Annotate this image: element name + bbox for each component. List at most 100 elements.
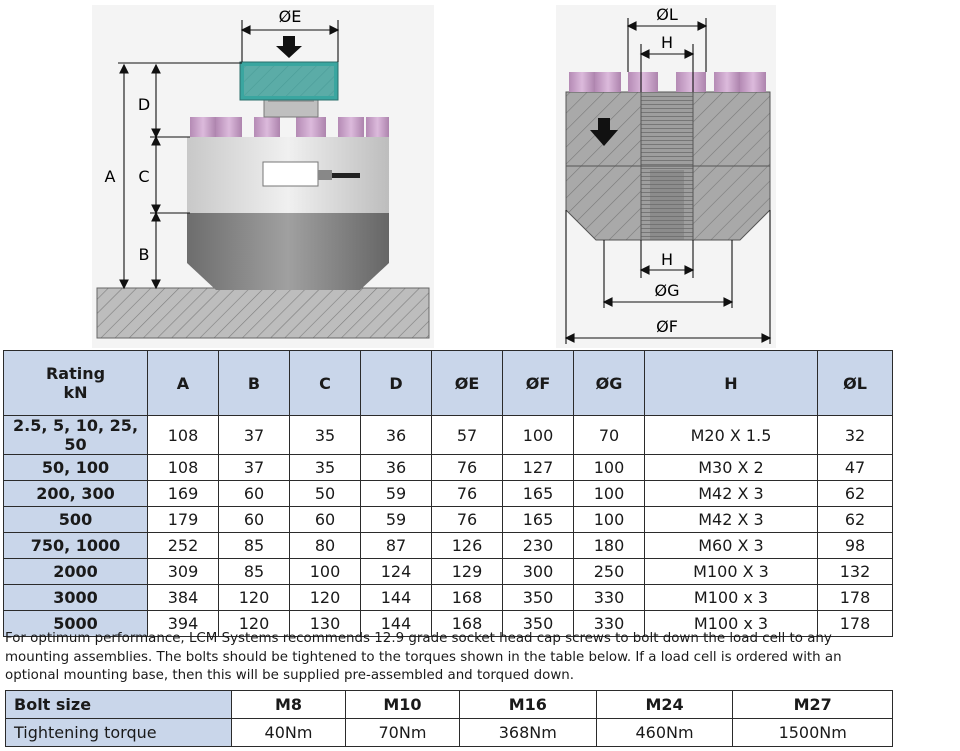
header-c: C: [289, 350, 361, 416]
dimension-cell: 130: [289, 610, 361, 637]
rating-cell: 750, 1000: [3, 532, 148, 559]
dimension-cell: 169: [147, 480, 219, 507]
dimension-cell: 36: [360, 415, 432, 455]
dimension-cell: 35: [289, 454, 361, 481]
dimensions-table: Rating kN A B C D ØE ØF ØG H ØL 2.5, 5, …: [3, 350, 893, 637]
dimension-cell: M42 X 3: [644, 480, 818, 507]
bolt-size-cell: M27: [732, 690, 893, 719]
dimension-cell: 120: [289, 584, 361, 611]
dimension-cell: 300: [502, 558, 574, 585]
dimension-cell: 178: [817, 610, 893, 637]
rating-cell: 3000: [3, 584, 148, 611]
dimension-cell: 120: [218, 610, 290, 637]
load-arrow-right-icon: [590, 118, 618, 146]
dimension-cell: 37: [218, 454, 290, 481]
label-dia-e: ØE: [279, 7, 302, 26]
rating-cell: 2.5, 5, 10, 25, 50: [3, 415, 148, 455]
dimension-cell: 100: [289, 558, 361, 585]
ground-hatch: [96, 287, 430, 339]
label-a: A: [105, 167, 116, 186]
dimension-cell: 80: [289, 532, 361, 559]
bolt-size-cell: M24: [595, 690, 734, 719]
header-h: H: [644, 350, 818, 416]
dimension-cell: 124: [360, 558, 432, 585]
dimension-cell: 100: [573, 480, 645, 507]
dimension-cell: 129: [431, 558, 503, 585]
header-rating: Rating kN: [3, 350, 148, 416]
bolt-size-cell: M8: [231, 690, 346, 719]
torque-row: Tightening torque 40Nm 70Nm 368Nm 460Nm …: [5, 718, 893, 747]
dimension-cell: 394: [147, 610, 219, 637]
cable: [332, 173, 360, 178]
torque-cell: 1500Nm: [732, 718, 893, 747]
dimension-cell: M100 x 3: [644, 610, 818, 637]
dimension-cell: 100: [502, 415, 574, 455]
dimension-cell: 309: [147, 558, 219, 585]
dimension-cell: M20 X 1.5: [644, 415, 818, 455]
dimension-cell: 100: [573, 454, 645, 481]
mounting-note: For optimum performance, LCM Systems rec…: [5, 631, 842, 683]
header-dia-g: ØG: [573, 350, 645, 416]
header-a: A: [147, 350, 219, 416]
dimension-cell: 350: [502, 610, 574, 637]
label-d: D: [138, 95, 150, 114]
dimension-cell: M30 X 2: [644, 454, 818, 481]
dimension-cell: 60: [218, 506, 290, 533]
torque-label: Tightening torque: [5, 718, 232, 747]
dimension-cell: 32: [817, 415, 893, 455]
dimension-cell: 350: [502, 584, 574, 611]
dimension-cell: 126: [431, 532, 503, 559]
dimension-cell: M60 X 3: [644, 532, 818, 559]
torque-cell: 368Nm: [458, 718, 597, 747]
dimension-cell: 85: [218, 558, 290, 585]
bolt-size-label: Bolt size: [5, 690, 232, 719]
header-dia-f: ØF: [502, 350, 574, 416]
dimension-cell: 60: [218, 480, 290, 507]
header-d: D: [360, 350, 432, 416]
dimensions-header-row: Rating kN A B C D ØE ØF ØG H ØL: [3, 350, 893, 416]
load-cell-base-cone: [187, 212, 389, 290]
dimension-cell: 100: [573, 506, 645, 533]
rating-cell: 500: [3, 506, 148, 533]
torque-cell: 40Nm: [231, 718, 346, 747]
dimension-cell: 230: [502, 532, 574, 559]
rating-cell: 50, 100: [3, 454, 148, 481]
dimension-cell: 384: [147, 584, 219, 611]
dimension-cell: 76: [431, 506, 503, 533]
dimension-cell: M100 X 3: [644, 558, 818, 585]
dimension-cell: 132: [817, 558, 893, 585]
rating-cell: 2000: [3, 558, 148, 585]
load-arrow-left-icon: [276, 36, 302, 58]
label-dia-l: ØL: [656, 5, 678, 24]
dimension-cell: 76: [431, 454, 503, 481]
label-dia-g: ØG: [655, 281, 680, 300]
dimension-cell: 330: [573, 584, 645, 611]
dimension-cell: 59: [360, 480, 432, 507]
dimension-cell: 252: [147, 532, 219, 559]
dimension-cell: 36: [360, 454, 432, 481]
torque-cell: 460Nm: [595, 718, 734, 747]
header-dia-e: ØE: [431, 350, 503, 416]
label-c: C: [138, 167, 149, 186]
rating-cell: 200, 300: [3, 480, 148, 507]
dimension-cell: 108: [147, 415, 219, 455]
dimension-cell: 57: [431, 415, 503, 455]
rating-cell: 5000: [3, 610, 148, 637]
dimension-cell: 85: [218, 532, 290, 559]
bolt-size-cell: M16: [458, 690, 597, 719]
dimension-cell: 47: [817, 454, 893, 481]
dimension-cell: 178: [817, 584, 893, 611]
dimension-cell: 330: [573, 610, 645, 637]
dimension-cell: 62: [817, 480, 893, 507]
dimension-cell: 165: [502, 506, 574, 533]
dimension-cell: 98: [817, 532, 893, 559]
label-dia-f: ØF: [656, 317, 678, 336]
bolt-heads: [190, 117, 389, 137]
dimension-cell: 60: [289, 506, 361, 533]
dimension-cell: 250: [573, 558, 645, 585]
